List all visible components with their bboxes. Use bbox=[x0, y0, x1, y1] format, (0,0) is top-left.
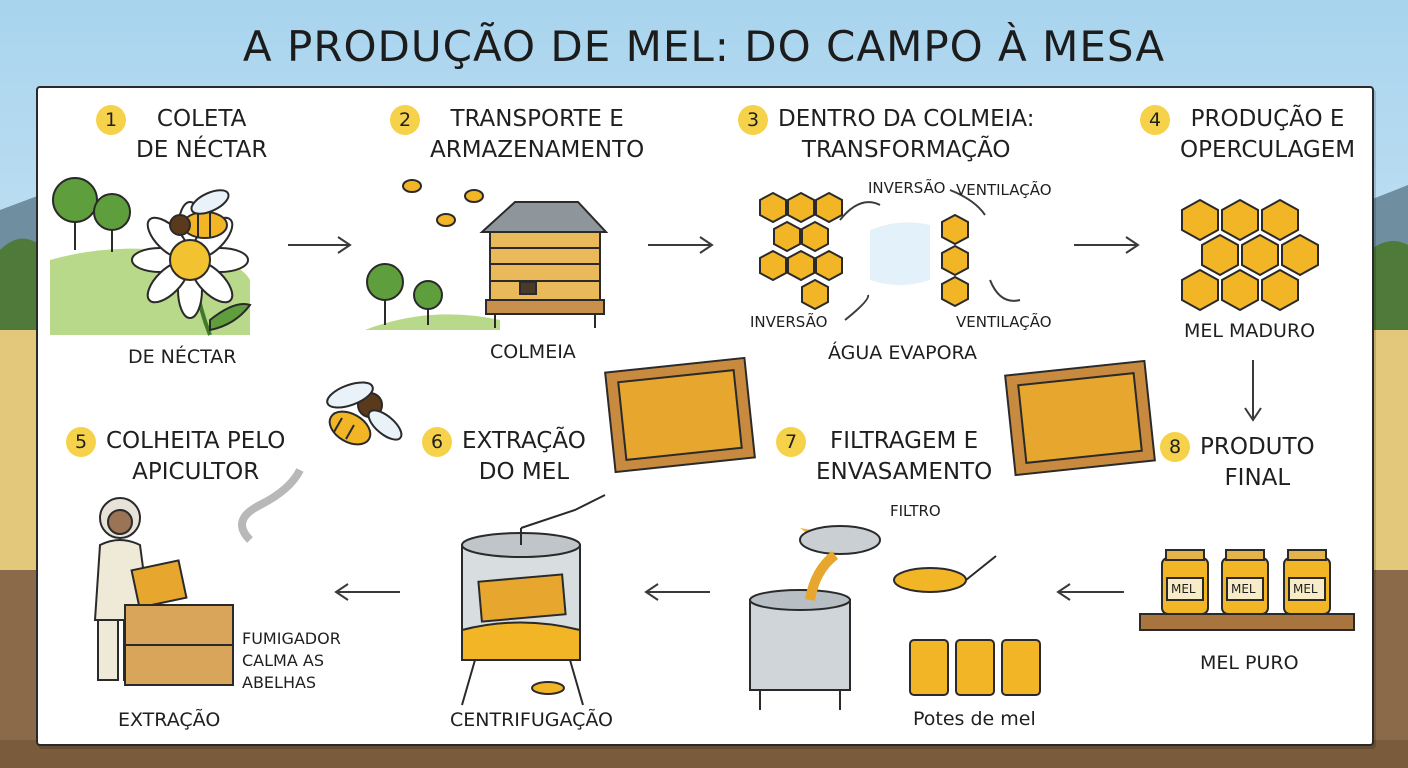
step-badge: 2 bbox=[390, 105, 420, 135]
step-6-header: 6 EXTRAÇÃO DO MEL bbox=[422, 426, 586, 488]
step-badge: 3 bbox=[738, 105, 768, 135]
jar-label: MEL bbox=[1231, 582, 1256, 596]
arrow-6-to-5 bbox=[334, 583, 400, 601]
arrow-1-to-2 bbox=[288, 236, 352, 254]
step-7-header: 7 FILTRAGEM E ENVASAMENTO bbox=[776, 426, 992, 488]
step-title: DENTRO DA COLMEIA: TRANSFORMAÇÃO bbox=[778, 106, 1035, 163]
step-2-header: 2 TRANSPORTE E ARMAZENAMENTO bbox=[390, 104, 644, 166]
step-8-header: 8 PRODUTO FINAL bbox=[1160, 432, 1315, 494]
step-badge: 5 bbox=[66, 427, 96, 457]
flow-arrows bbox=[288, 236, 1262, 601]
page-title: A PRODUÇÃO DE MEL: DO CAMPO À MESA bbox=[242, 22, 1166, 71]
step-title: COLETA DE NÉCTAR bbox=[136, 106, 268, 163]
step-3-caption: ÁGUA EVAPORA bbox=[828, 342, 977, 364]
bee-on-flower bbox=[169, 189, 230, 239]
arrow-4-down bbox=[1244, 360, 1262, 422]
beekeeper-illustration bbox=[93, 468, 304, 686]
arrow-2-to-3 bbox=[648, 236, 714, 254]
inversion-label-bottom: INVERSÃO bbox=[750, 313, 828, 331]
step-title: PRODUÇÃO E OPERCULAGEM bbox=[1180, 106, 1356, 163]
capped-honeycomb-illustration bbox=[1181, 198, 1319, 312]
step-badge: 8 bbox=[1160, 432, 1190, 462]
step-5-caption: EXTRAÇÃO bbox=[118, 709, 221, 731]
step-badge: 1 bbox=[96, 105, 126, 135]
jar-label: MEL bbox=[1293, 582, 1318, 596]
large-bee bbox=[326, 381, 403, 446]
step-title: FILTRAGEM E ENVASAMENTO bbox=[816, 428, 993, 485]
arrow-3-to-4 bbox=[1074, 236, 1140, 254]
step-badge: 4 bbox=[1140, 105, 1170, 135]
arrow-7-to-6 bbox=[644, 583, 710, 601]
ventilation-label-bottom: VENTILAÇÃO bbox=[956, 313, 1052, 331]
ventilation-arrows bbox=[839, 189, 1021, 321]
step-1-caption: DE NÉCTAR bbox=[128, 346, 237, 368]
step-title: TRANSPORTE E ARMAZENAMENTO bbox=[430, 106, 645, 163]
step-badge: 6 bbox=[422, 427, 452, 457]
jar-label: MEL bbox=[1171, 582, 1196, 596]
filtering-illustration bbox=[749, 525, 1041, 710]
honey-frame-left bbox=[604, 356, 756, 474]
step-title: PRODUTO FINAL bbox=[1200, 434, 1315, 491]
step-badge: 7 bbox=[776, 427, 806, 457]
arrow-8-to-7 bbox=[1056, 583, 1124, 601]
beehive-illustration bbox=[365, 201, 609, 330]
honeycomb-cells-illustration bbox=[759, 191, 969, 311]
step-5-header: 5 COLHEITA PELO APICULTOR bbox=[66, 426, 285, 488]
step-3-header: 3 DENTRO DA COLMEIA: TRANSFORMAÇÃO bbox=[738, 104, 1034, 166]
step-7-caption: Potes de mel bbox=[913, 708, 1036, 730]
step-1-header: 1 COLETA DE NÉCTAR bbox=[96, 104, 267, 166]
step-6-caption: CENTRIFUGAÇÃO bbox=[450, 709, 614, 731]
step-2-caption: COLMEIA bbox=[490, 341, 576, 363]
step-title: COLHEITA PELO APICULTOR bbox=[106, 428, 286, 485]
filter-label: FILTRO bbox=[890, 502, 941, 520]
flying-bees bbox=[402, 179, 484, 227]
step-4-caption: MEL MADURO bbox=[1184, 320, 1316, 342]
step-title: EXTRAÇÃO DO MEL bbox=[462, 428, 586, 485]
step-4-header: 4 PRODUÇÃO E OPERCULAGEM bbox=[1140, 104, 1355, 166]
ventilation-label-top: VENTILAÇÃO bbox=[956, 181, 1052, 199]
step-8-caption: MEL PURO bbox=[1200, 652, 1299, 674]
smoker-note: FUMIGADOR CALMA AS ABELHAS bbox=[242, 629, 341, 692]
honey-frame-right bbox=[1004, 359, 1156, 477]
honey-jars-shelf-illustration bbox=[1139, 549, 1355, 631]
inversion-label-top: INVERSÃO bbox=[868, 179, 946, 197]
honey-extractor-illustration bbox=[461, 494, 606, 706]
